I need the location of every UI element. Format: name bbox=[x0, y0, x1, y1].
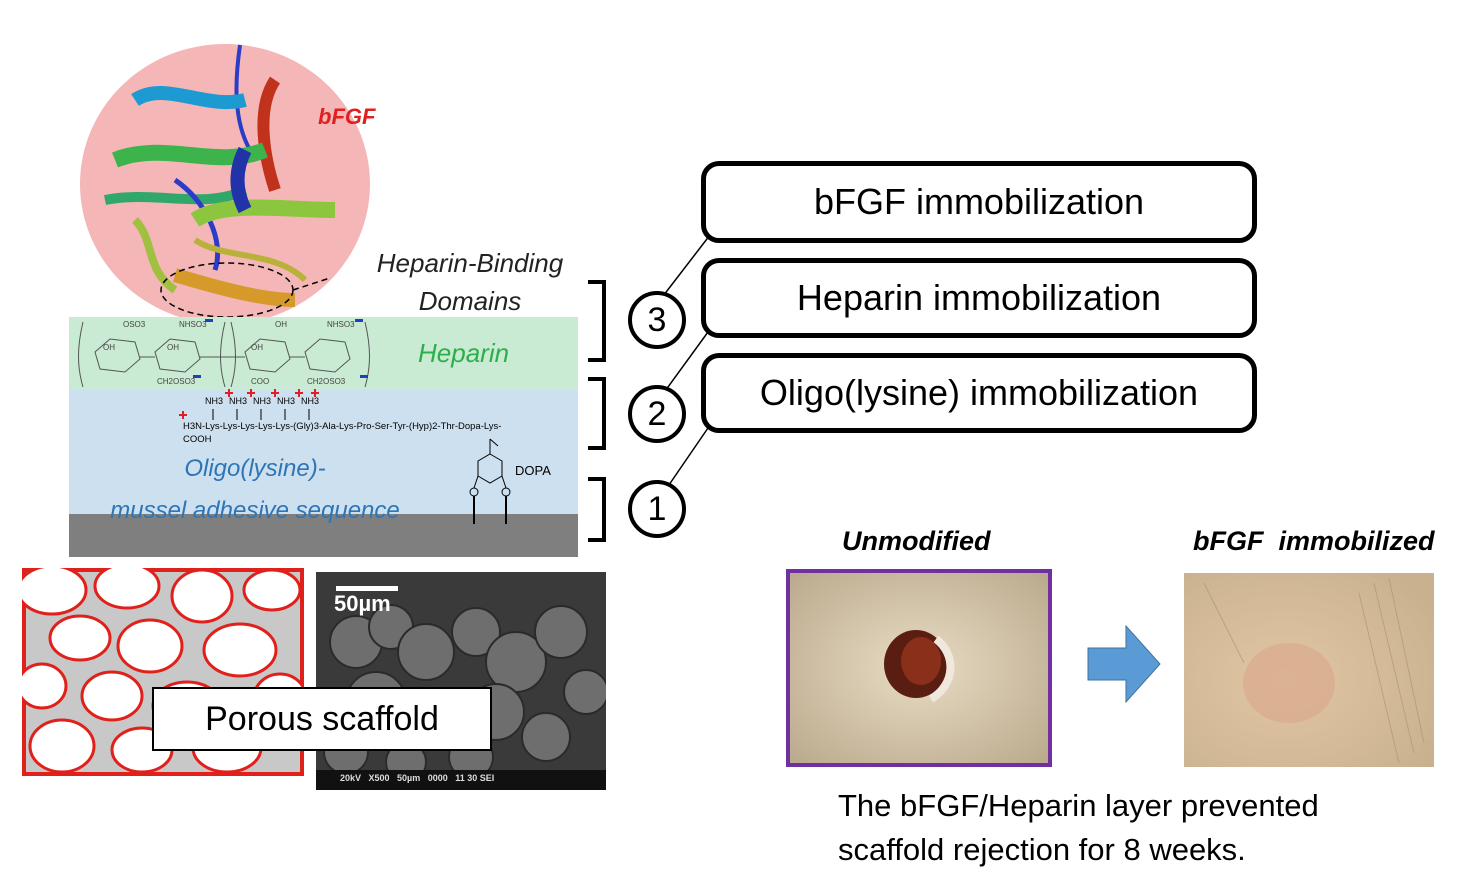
peptide-end: COOH bbox=[183, 434, 212, 445]
amine-1: NH3 bbox=[205, 396, 224, 406]
oligo-label: Oligo(lysine)- mussel adhesive sequence bbox=[100, 448, 410, 532]
amine-2: NH3 bbox=[229, 396, 248, 406]
amine-groups: NH3 NH3 NH3 NH3 NH3 bbox=[205, 390, 335, 410]
immobilized-photo bbox=[1184, 573, 1434, 767]
group-nhso3-2: NHSO3 bbox=[327, 320, 355, 329]
step-circle-1: 1 bbox=[628, 480, 686, 538]
amine-4: NH3 bbox=[277, 396, 296, 406]
positive-charges bbox=[179, 389, 319, 420]
binding-domain-outline bbox=[160, 262, 331, 318]
binding-domains-line-1: Heparin-Binding bbox=[376, 248, 564, 278]
group-oso3: OSO3 bbox=[123, 320, 146, 329]
binding-domains-line-2: Domains bbox=[418, 286, 522, 316]
heparin-group-labels: OSO3 NHSO3 OH NHSO3 OH OH OH CH2OSO3 COO… bbox=[75, 317, 375, 390]
step-circle-2: 2 bbox=[628, 385, 686, 443]
protein-bubble bbox=[80, 44, 370, 324]
result-caption-line-2: scaffold rejection for 8 weeks. bbox=[838, 832, 1246, 867]
substrate-layer bbox=[69, 514, 578, 557]
result-caption: The bFGF/Heparin layer prevented scaffol… bbox=[838, 784, 1319, 872]
group-oh-1: OH bbox=[103, 343, 115, 352]
step-box-oligo: Oligo(lysine) immobilization bbox=[701, 353, 1257, 433]
dopa-label: DOPA bbox=[515, 463, 551, 478]
peptide-sequence: H3N-Lys-Lys-Lys-Lys-Lys-(Gly)3-Ala-Lys-P… bbox=[183, 421, 502, 432]
protein-ribbon-graphic bbox=[104, 44, 336, 307]
heparin-structure-graphic bbox=[78, 319, 370, 388]
group-ch2oso3-2: CH2OSO3 bbox=[307, 377, 346, 386]
heparin-label: Heparin bbox=[418, 338, 510, 368]
amine-3: NH3 bbox=[253, 396, 272, 406]
oligo-label-line-2: mussel adhesive sequence bbox=[110, 497, 400, 524]
group-oh-4: OH bbox=[275, 320, 287, 329]
bracket-3 bbox=[588, 280, 606, 362]
group-oh-2: OH bbox=[167, 343, 179, 352]
oligo-label-line-1: Oligo(lysine)- bbox=[184, 455, 326, 482]
step-box-bfgf: bFGF immobilization bbox=[701, 161, 1257, 243]
unmodified-photo bbox=[786, 569, 1052, 767]
result-caption-line-1: The bFGF/Heparin layer prevented bbox=[838, 788, 1319, 823]
group-coo: COO bbox=[251, 377, 270, 386]
sem-footer: 20kV X500 50µm 0000 11 30 SEI bbox=[340, 773, 495, 783]
binding-domains-label: Heparin-Binding Domains bbox=[340, 244, 600, 320]
step-box-heparin: Heparin immobilization bbox=[701, 258, 1257, 338]
unmodified-label: Unmodified bbox=[842, 526, 991, 556]
group-nhso3-1: NHSO3 bbox=[179, 320, 207, 329]
porous-scaffold-label: Porous scaffold bbox=[152, 687, 492, 751]
immobilized-label: bFGF immobilized bbox=[1193, 526, 1435, 556]
dopa-structure-graphic bbox=[469, 438, 511, 524]
right-arrow bbox=[1087, 624, 1161, 704]
heparin-layer bbox=[69, 317, 578, 390]
sem-scale-label: 50µm bbox=[334, 591, 391, 616]
amine-5: NH3 bbox=[301, 396, 320, 406]
oligo-layer bbox=[69, 390, 578, 514]
group-ch2oso3-1: CH2OSO3 bbox=[157, 377, 196, 386]
step-circle-3: 3 bbox=[628, 291, 686, 349]
bfgf-label: bFGF bbox=[318, 104, 376, 129]
bracket-2 bbox=[588, 377, 606, 450]
group-oh-3: OH bbox=[251, 343, 263, 352]
bracket-1 bbox=[588, 477, 606, 542]
